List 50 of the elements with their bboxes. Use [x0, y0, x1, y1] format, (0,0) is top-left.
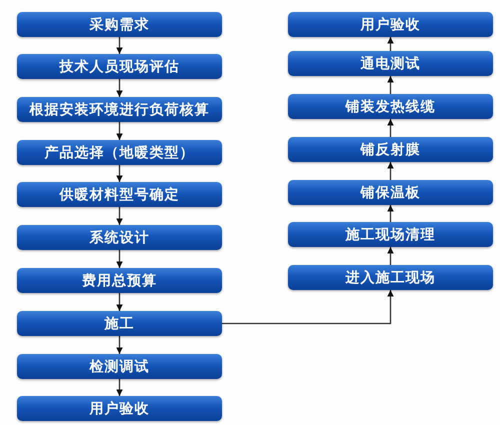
step-label: 根据安装环境进行负荷核算	[30, 100, 210, 118]
step-label: 施工	[104, 314, 134, 332]
process-box	[17, 268, 222, 293]
process-box	[17, 311, 222, 336]
step-label: 通电测试	[360, 54, 420, 72]
arrow	[387, 205, 394, 222]
process-box	[17, 97, 222, 122]
process-box	[17, 12, 222, 37]
process-box	[17, 182, 222, 207]
arrow	[116, 293, 123, 311]
process-box	[288, 180, 493, 205]
step-label: 技术人员现场评估	[60, 58, 180, 76]
process-box	[17, 54, 222, 79]
arrow	[116, 207, 123, 225]
arrow	[387, 37, 394, 51]
step-label: 铺装发热线缆	[346, 98, 436, 116]
step-label: 产品选择（地暖类型）	[44, 144, 194, 162]
step-label: 进入施工现场	[346, 268, 436, 286]
process-box	[288, 265, 493, 290]
step-label: 铺保温板	[360, 184, 420, 202]
process-box	[17, 140, 222, 165]
step-label: 铺反射膜	[360, 140, 420, 158]
step-label: 施工现场清理	[346, 226, 436, 244]
arrow	[387, 247, 394, 265]
arrow	[222, 290, 394, 324]
process-box	[288, 51, 493, 76]
process-box	[17, 354, 222, 379]
arrow	[387, 162, 394, 180]
step-label: 用户验收	[90, 400, 150, 418]
step-label: 采购需求	[90, 16, 150, 34]
step-label: 系统设计	[90, 228, 150, 246]
process-box	[17, 225, 222, 250]
process-box	[288, 222, 493, 247]
step-label: 供暖材料型号确定	[60, 186, 180, 204]
arrow	[387, 76, 394, 94]
process-box	[288, 12, 493, 37]
arrow	[116, 165, 123, 182]
arrow	[116, 79, 123, 97]
arrow	[116, 336, 123, 354]
arrow	[116, 37, 123, 54]
arrow	[387, 119, 394, 137]
process-box	[288, 94, 493, 119]
step-label: 费用总预算	[82, 272, 157, 290]
process-box	[288, 137, 493, 162]
step-label: 用户验收	[360, 16, 420, 34]
arrow	[116, 250, 123, 268]
arrow	[116, 122, 123, 140]
step-label: 检测调试	[90, 358, 150, 376]
process-box	[17, 396, 222, 421]
arrow	[116, 379, 123, 396]
